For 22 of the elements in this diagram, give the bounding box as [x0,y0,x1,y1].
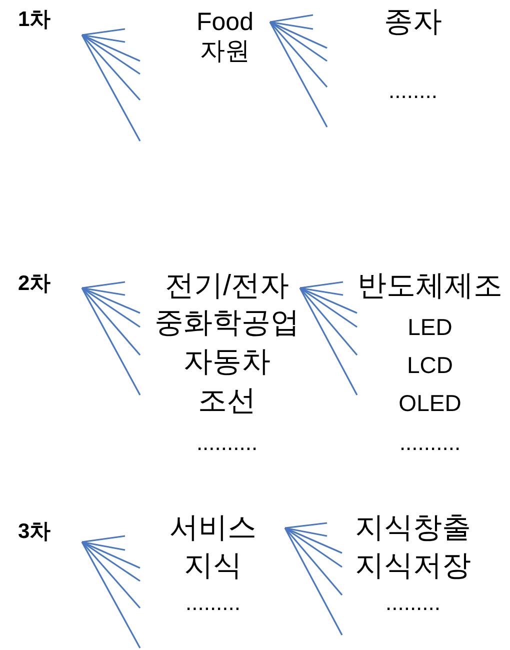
category-text: 지식창출 [355,512,471,546]
level-label: 3차 [18,520,51,544]
category-text: LED [408,314,452,340]
category-text: 지식저장 [355,550,471,584]
category-text: 반도체제조 [358,270,502,304]
category-text: ......... [186,590,240,616]
category-text: 종자 [384,6,442,40]
category-text: 서비스 [170,512,256,546]
category-text: 전기/전자 [164,270,290,304]
category-text: OLED [398,390,462,416]
category-text: Food 자원 [196,8,254,66]
category-text: .......... [196,430,258,456]
category-text: 지식 [184,550,242,584]
category-text: ........ [388,78,438,104]
category-text: LCD [407,352,453,378]
level-label: 1차 [18,8,51,32]
category-text: 조선 [198,385,256,418]
level-label: 2차 [18,272,51,296]
category-text: ......... [386,590,440,616]
category-text: 자동차 [184,346,270,380]
category-text: 중화학공업 [154,307,300,340]
category-text: .......... [399,430,461,456]
